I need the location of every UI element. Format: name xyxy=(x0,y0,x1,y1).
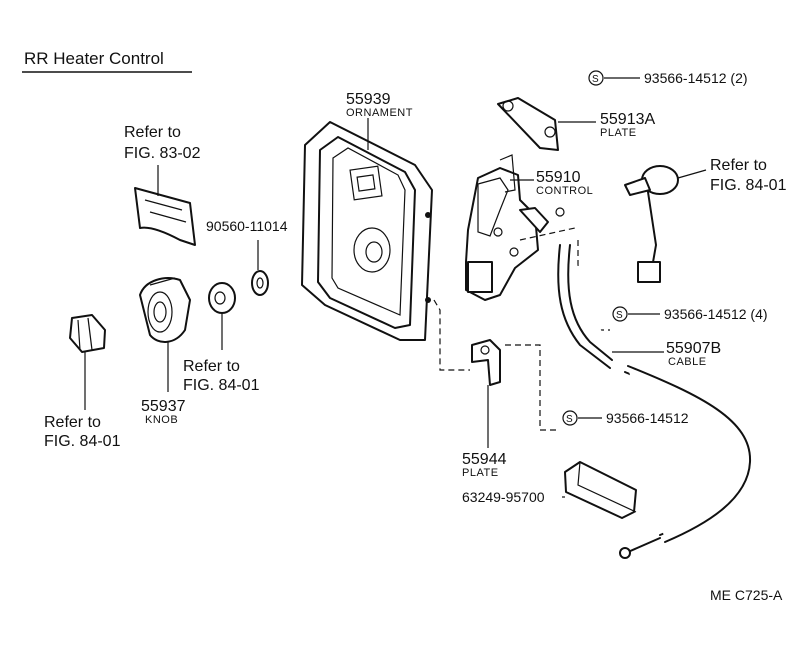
ref-fig8401-left-line2: FIG. 84-01 xyxy=(44,433,121,450)
ref-fig8401-right-line2: FIG. 84-01 xyxy=(710,177,787,194)
ref-fig8401-right-line1: Refer to xyxy=(710,157,767,174)
plate-bottom-part xyxy=(471,339,501,386)
cable-part xyxy=(557,244,752,559)
screw-symbol: S xyxy=(592,74,599,85)
drawing-code: ME C725-A xyxy=(710,587,783,603)
dash-plate-to-ornament xyxy=(433,299,470,371)
screw-mid-symbol: S xyxy=(616,310,623,321)
plate-bottom-name: PLATE xyxy=(462,467,499,479)
washer-number: 90560-11014 xyxy=(206,218,288,234)
screw-low-symbol: S xyxy=(566,414,573,425)
diagram-title: RR Heater Control xyxy=(24,49,164,68)
dial-knob-part xyxy=(69,314,106,353)
control-name: CONTROL xyxy=(536,185,593,197)
ornament-number: 55939 xyxy=(346,91,391,108)
ref-fig8401-mid-line1: Refer to xyxy=(183,358,240,375)
ref-fig8302-line1: Refer to xyxy=(124,124,181,141)
ref-fig8302-line2: FIG. 83-02 xyxy=(124,145,201,162)
screw-low-number: 93566-14512 xyxy=(606,410,689,426)
plate-top-part xyxy=(497,97,559,151)
control-number: 55910 xyxy=(536,169,581,186)
spacer-part xyxy=(208,282,236,314)
ornament-part xyxy=(301,121,433,341)
ref-fig8401-mid-line2: FIG. 84-01 xyxy=(183,377,260,394)
clip-number: 63249-95700 xyxy=(462,489,545,505)
plate-bottom-number: 55944 xyxy=(462,451,507,468)
dash-plate-to-screw xyxy=(505,344,560,431)
knob-name: KNOB xyxy=(145,414,178,426)
screw-mid-number: 93566-14512 (4) xyxy=(664,306,768,322)
screw-mid: S xyxy=(612,306,628,322)
bezel-part xyxy=(134,187,196,246)
plate-top-number: 55913A xyxy=(600,111,655,128)
knob-number: 55937 xyxy=(141,398,186,415)
ornament-name: ORNAMENT xyxy=(346,107,413,119)
clip-part xyxy=(564,461,637,519)
screw-top-number: 93566-14512 (2) xyxy=(644,70,748,86)
washer-part xyxy=(251,270,269,296)
cable-number: 55907B xyxy=(666,340,721,357)
connector-leader xyxy=(677,169,707,179)
plate-top-name: PLATE xyxy=(600,127,637,139)
knob-part xyxy=(139,277,191,343)
connector-part xyxy=(624,165,679,283)
screw-low: S xyxy=(562,410,578,426)
control-part xyxy=(465,154,565,301)
ref-fig8401-left-line1: Refer to xyxy=(44,414,101,431)
cable-name: CABLE xyxy=(668,356,707,368)
screw-top: S xyxy=(588,70,604,86)
